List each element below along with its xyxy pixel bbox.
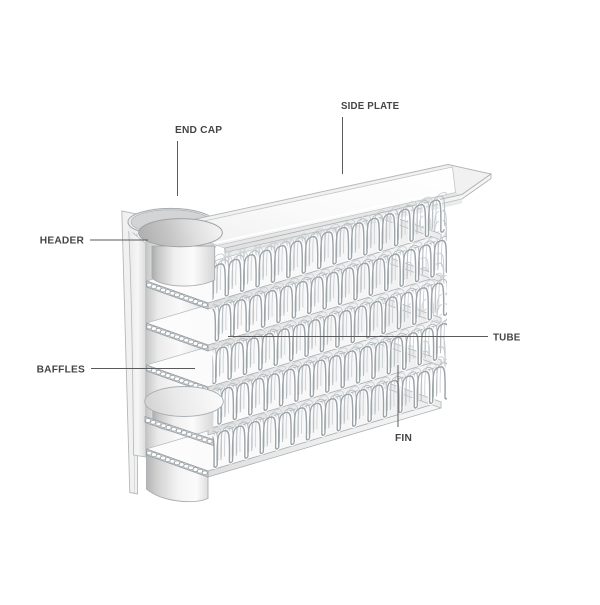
svg-text:END CAP: END CAP — [175, 125, 222, 136]
svg-text:BAFFLES: BAFFLES — [37, 365, 85, 376]
svg-text:TUBE: TUBE — [493, 333, 521, 344]
svg-text:SIDE PLATE: SIDE PLATE — [341, 101, 400, 112]
svg-text:FIN: FIN — [395, 433, 412, 444]
svg-text:HEADER: HEADER — [40, 236, 85, 247]
